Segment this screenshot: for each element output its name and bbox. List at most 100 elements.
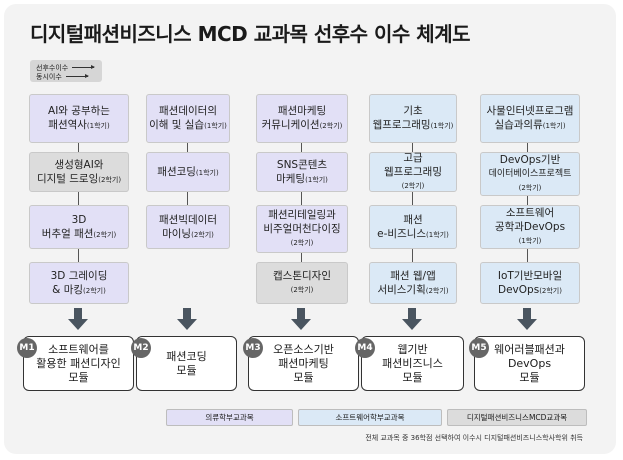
course-semester: (2학기)	[401, 182, 425, 190]
course-name: 패션데이터의	[159, 105, 217, 117]
course-semester: (2학기)	[83, 286, 106, 295]
course-name: 3D	[71, 213, 87, 226]
course-name: 패션코딩	[157, 165, 196, 178]
course-semester: (2학기)	[425, 286, 449, 295]
page-title: 디지털패션비즈니스 MCD 교과목 선후수 이수 체계도	[30, 22, 471, 46]
module-name: 모듈	[68, 370, 89, 384]
course-semester: (2학기)	[518, 184, 542, 192]
course-name: 웹프로그래밍	[372, 119, 431, 131]
course-box: 패션빅데이터 마이닝(2학기)	[146, 205, 230, 249]
course-semester: (1학기)	[305, 175, 328, 184]
course-name: 소프트웨어	[505, 207, 555, 219]
module-name: 모듈	[402, 370, 423, 384]
legend-parallel-label: 동시이수	[36, 72, 62, 81]
course-semester: (1학기)	[195, 168, 219, 177]
legend-prereq: 선후수이수	[36, 63, 102, 72]
course-box: 3D 그레이딩 & 마킹(2학기)	[29, 262, 129, 304]
course-semester: (2학기)	[98, 175, 122, 184]
course-box: AI와 공부하는 패션역사(1학기)	[29, 94, 129, 143]
course-box: 소프트웨어 공학과DevOps (1학기)	[480, 205, 580, 249]
course-name: 생성형AI와	[54, 158, 104, 171]
course-name: 커뮤니케이션	[261, 119, 320, 131]
module-box-m5: 웨어러블패션과 DevOps 모듈	[474, 336, 585, 391]
course-semester: (1학기)	[518, 237, 542, 245]
course-box: 생성형AI와 디지털 드로잉(2학기)	[29, 152, 129, 192]
course-semester: (1학기)	[86, 122, 110, 130]
module-name: DevOps	[507, 356, 552, 370]
module-name: 패션코딩	[166, 349, 207, 363]
course-name: SNS콘텐츠	[276, 158, 328, 171]
course-semester: (2학기)	[93, 230, 117, 239]
module-badge: M4	[355, 338, 375, 358]
module-box-m4: 웹기반 패션비즈니스 모듈	[361, 336, 464, 391]
module-badge: M1	[17, 338, 37, 358]
module-name: 패션비즈니스	[382, 356, 443, 370]
down-arrow-icon	[517, 308, 537, 330]
course-name: 비주얼머천다이징	[263, 223, 341, 235]
arrow-icon	[72, 65, 96, 69]
module-name: 모듈	[293, 370, 314, 384]
down-arrow-icon	[68, 308, 88, 330]
course-name: 패션 웹/앱	[390, 269, 436, 282]
module-name: 모듈	[176, 363, 197, 377]
course-semester: (2학기)	[290, 286, 314, 294]
module-name: 활용한 패션디자인	[36, 356, 121, 370]
course-semester: (2학기)	[191, 230, 214, 239]
legend-fashion-courses: 의류학부교과목	[166, 409, 293, 426]
legend-mcd-courses: 디지털패션비즈니스MCD교과목	[447, 409, 587, 426]
module-name: 웨어러블패션과	[494, 342, 565, 356]
course-semester: (1학기)	[430, 122, 454, 130]
module-box-m2: 패션코딩 모듈	[136, 336, 237, 391]
module-box-m1: 소프트웨어를 활용한 패션디자인 모듈	[23, 336, 134, 391]
course-box: SNS콘텐츠 마케팅(1학기)	[256, 152, 348, 192]
course-box: 캡스톤디자인 (2학기)	[256, 262, 348, 304]
course-name: 사물인터넷프로그램	[486, 105, 574, 117]
course-box: 사물인터넷프로그램 실습과의류(1학기)	[480, 94, 580, 143]
course-semester: (1학기)	[204, 122, 227, 130]
course-name: IoT기반모바일	[497, 269, 563, 282]
course-name: 패션빅데이터	[159, 213, 217, 226]
course-name: 웹프로그래밍	[384, 166, 442, 178]
course-box: IoT기반모바일 DevOps(2학기)	[480, 262, 580, 304]
course-name: 마이닝	[162, 227, 192, 240]
course-name: 마케팅	[276, 172, 306, 185]
arrow-icon	[65, 74, 89, 78]
legend-prereq-label: 선후수이수	[36, 63, 69, 72]
course-box: 3D 버추얼 패션(2학기)	[29, 205, 129, 249]
course-name: 실습과의류	[494, 119, 543, 131]
course-name: 패션마케팅	[277, 105, 327, 117]
course-semester: (1학기)	[426, 230, 449, 239]
course-box: 고급 웹프로그래밍 (2학기)	[369, 152, 457, 192]
course-name: 3D 그레이딩	[50, 269, 108, 282]
course-name: DevOps	[498, 283, 540, 296]
course-name: 기초	[403, 105, 423, 117]
course-box: 기초 웹프로그래밍(1학기)	[369, 94, 457, 143]
course-name: 패션	[403, 213, 423, 226]
course-box: 패션 e-비즈니스(1학기)	[369, 205, 457, 249]
legend-parallel: 동시이수	[36, 72, 102, 81]
course-name: 이해 및 실습	[149, 119, 205, 131]
course-name: AI와 공부하는	[48, 105, 110, 117]
down-arrow-icon	[177, 308, 197, 330]
course-name: 공학과DevOps	[494, 221, 566, 233]
course-semester: (2학기)	[290, 239, 314, 247]
module-badge: M3	[243, 338, 263, 358]
module-badge: M5	[469, 338, 489, 358]
course-name: DevOps기반	[499, 154, 561, 166]
module-badge: M2	[131, 338, 151, 358]
course-box: 패션코딩(1학기)	[146, 152, 230, 192]
course-semester: (1학기)	[542, 122, 566, 130]
down-arrow-icon	[402, 308, 422, 330]
module-name: 모듈	[519, 370, 540, 384]
course-semester: (2학기)	[539, 286, 562, 295]
course-box: DevOps기반 데이터베이스프로젝트 (2학기)	[480, 152, 580, 196]
course-box: 패션마케팅 커뮤니케이션(2학기)	[256, 94, 348, 143]
legend-software-courses: 소프트웨어학부교과목	[298, 409, 442, 426]
line-legend: 선후수이수 동시이수	[30, 60, 102, 82]
course-name: 데이터베이스프로젝트	[488, 169, 572, 179]
module-name: 패션마케팅	[278, 356, 329, 370]
module-box-m3: 오픈소스기반 패션마케팅 모듈	[248, 336, 359, 391]
course-name: 캡스톤디자인	[273, 270, 331, 282]
course-name: 패션리테일링과	[268, 209, 336, 221]
course-box: 패션리테일링과 비주얼머천다이징 (2학기)	[256, 205, 348, 253]
